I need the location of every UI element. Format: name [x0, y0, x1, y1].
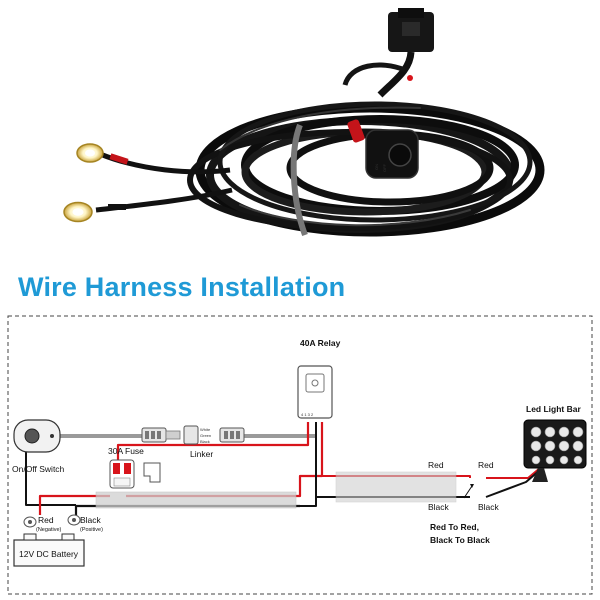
wires [25, 422, 541, 515]
svg-text:ON: ON [374, 164, 379, 170]
product-photo: ON OFF [63, 8, 545, 237]
fuse-holder [347, 119, 365, 143]
battery-terminal-red [23, 516, 37, 528]
wire-black-left-label: Black [428, 502, 450, 512]
svg-text:Black: Black [200, 439, 210, 444]
relay: 4 1 3 2 [297, 365, 333, 419]
instruction-line2: Black To Black [430, 535, 490, 545]
fuse-cap [143, 462, 161, 483]
sleeve-left [95, 491, 297, 509]
fuse-holder [109, 459, 135, 489]
battery-red-sub: (Negative) [36, 527, 62, 533]
diagram-frame [7, 315, 593, 595]
ring-terminal-red [76, 143, 104, 163]
led-light-bar [523, 419, 587, 482]
instruction-line1: Red To Red, [430, 522, 479, 532]
svg-text:Green: Green [200, 433, 211, 438]
battery-red-label: Red [38, 515, 54, 525]
svg-text:White: White [200, 427, 211, 432]
sleeve-right [335, 471, 457, 503]
connector-plug [342, 8, 434, 98]
wire-red-main [38, 494, 110, 515]
linker-connector-right: White Green Black [183, 425, 245, 445]
fuse-label: 30A Fuse [108, 446, 144, 456]
light-bar-label: Led Light Bar [526, 404, 581, 414]
battery-black-label: Black [80, 515, 102, 525]
relay-pins: 4 1 3 2 [301, 412, 314, 417]
wire-red-right-label: Red [478, 460, 494, 470]
svg-text:OFF: OFF [382, 163, 387, 172]
linker-label: Linker [190, 449, 213, 459]
battery-terminal-black [67, 514, 81, 526]
battery-black-sub: (Positive) [80, 527, 103, 533]
on-off-switch [13, 419, 61, 453]
switch-photo: ON OFF [365, 129, 419, 179]
battery-label: 12V DC Battery [19, 549, 79, 559]
battery-leads [95, 151, 233, 213]
cable-tie [290, 123, 308, 237]
ring-terminal-black [63, 201, 93, 223]
switch-label: On/Off Switch [12, 464, 65, 474]
section-heading: Wire Harness Installation [18, 272, 346, 302]
relay-label: 40A Relay [300, 338, 341, 348]
linker-connector-left [141, 427, 181, 443]
wire-black-right-label: Black [478, 502, 500, 512]
wire-red-left-label: Red [428, 460, 444, 470]
wire-black-switch [25, 445, 76, 506]
arrow-icon [463, 484, 474, 499]
battery: 12V DC Battery [13, 533, 85, 567]
